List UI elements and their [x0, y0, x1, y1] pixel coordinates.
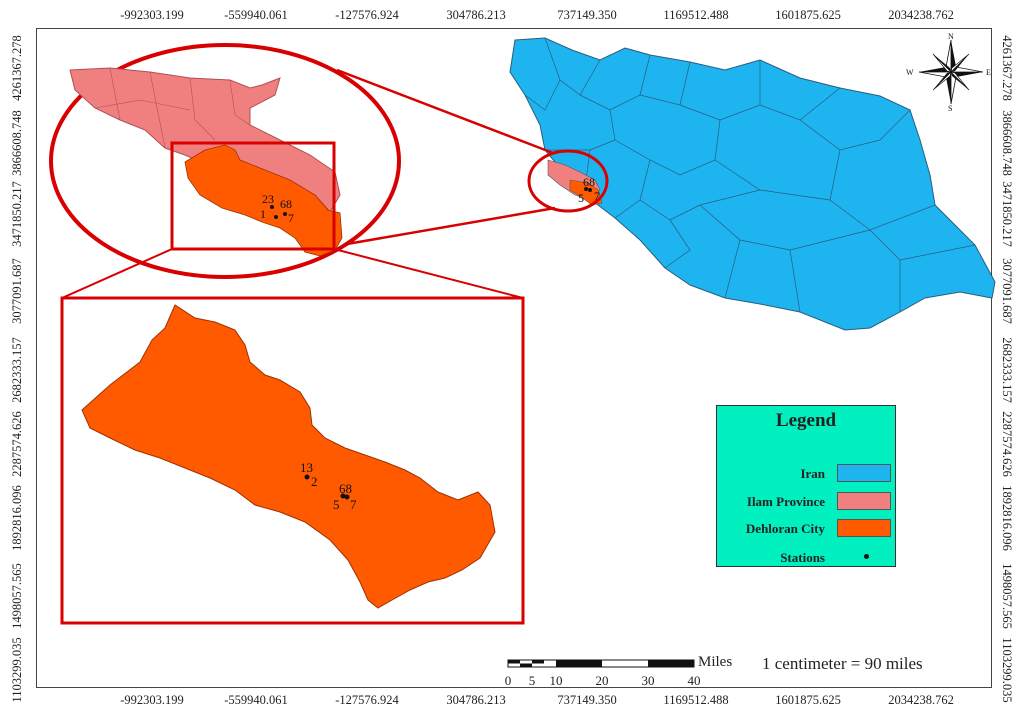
- station-dot-icon: [864, 554, 869, 559]
- station-dot: [340, 493, 346, 499]
- dehloran-large-shape: [81, 304, 496, 609]
- station-label: 5: [578, 191, 584, 205]
- legend-label: Stations: [780, 550, 825, 565]
- bottom-tick-label: 1601875.625: [775, 693, 841, 707]
- station-label: 7: [594, 189, 600, 203]
- station-dot: [274, 215, 278, 219]
- station-label: 68: [583, 175, 595, 189]
- scale-bar: [507, 659, 695, 668]
- station-label: 5: [333, 497, 340, 512]
- station-label: 2: [311, 474, 318, 489]
- station-label: 23: [262, 192, 274, 206]
- legend-title: Legend: [775, 410, 837, 431]
- station-label: 13: [300, 460, 313, 475]
- scale-tick: 10: [549, 673, 563, 688]
- bottom-tick-label: 304786.213: [446, 693, 506, 707]
- top-tick-label: -127576.924: [335, 8, 399, 22]
- compass-east-label: E: [986, 68, 991, 77]
- compass-south-label: S: [948, 104, 953, 113]
- ilam-district-borders: [94, 67, 251, 149]
- station-label: 68: [339, 481, 352, 496]
- ilam-inset-ellipse: [49, 43, 401, 279]
- station-label: 1: [260, 207, 266, 221]
- dehloran-inset-shape: [184, 144, 343, 257]
- bottom-tick-label: -127576.924: [335, 693, 399, 707]
- top-tick-label: 1169512.488: [663, 8, 729, 22]
- iran-province-borders: [524, 37, 976, 313]
- legend-swatch-iran: [837, 464, 891, 482]
- dehloran-on-iran: [569, 179, 603, 206]
- station-dot: [283, 212, 287, 216]
- north-arrow-compass-icon: [918, 39, 984, 105]
- legend-item-dehloran: Dehloran City: [717, 519, 895, 539]
- station-dot: [270, 205, 274, 209]
- legend-item-stations: Stations: [717, 548, 895, 568]
- compass-west-label: W: [906, 68, 914, 77]
- bottom-tick-label: -992303.199: [120, 693, 184, 707]
- top-tick-label: -559940.061: [224, 8, 288, 22]
- top-tick-label: 737149.350: [557, 8, 617, 22]
- station-dots: [270, 187, 592, 500]
- scale-tick: 5: [528, 673, 536, 688]
- top-tick-label: 2034238.762: [888, 8, 954, 22]
- station-dot: [304, 474, 310, 480]
- legend-swatch-ilam: [837, 492, 891, 510]
- legend-item-ilam: Ilam Province: [717, 492, 895, 512]
- scale-tick: 40: [687, 673, 701, 688]
- station-dot: [344, 494, 350, 500]
- scale-tick: 0: [504, 673, 512, 688]
- bottom-tick-label: 2034238.762: [888, 693, 954, 707]
- top-tick-label: -992303.199: [120, 8, 184, 22]
- connector-line: [336, 68, 554, 155]
- top-tick-label: 1601875.625: [775, 8, 841, 22]
- compass-north-label: N: [948, 32, 954, 41]
- bottom-tick-label: -559940.061: [224, 693, 288, 707]
- legend-swatch-dehloran: [837, 519, 891, 537]
- top-tick-label: 304786.213: [446, 8, 506, 22]
- station-dot: [584, 187, 588, 191]
- station-label: 7: [288, 211, 294, 225]
- station-label: 7: [350, 497, 357, 512]
- map-frame: [36, 28, 992, 688]
- legend-label: Iran: [800, 466, 825, 481]
- bottom-tick-label: 737149.350: [557, 693, 617, 707]
- connector-line: [333, 248, 524, 299]
- bottom-tick-label: 1169512.488: [663, 693, 729, 707]
- station-dot: [588, 188, 592, 192]
- scale-tick: 30: [641, 673, 655, 688]
- dehloran-highlight-rect: [170, 141, 336, 251]
- scale-unit: Miles: [698, 654, 733, 670]
- connector-line: [61, 248, 173, 299]
- legend-label: Dehloran City: [745, 521, 825, 536]
- scale-ratio: 1 centimeter = 90 miles: [762, 654, 923, 673]
- station-label: 68: [280, 197, 292, 211]
- scale-tick: 20: [595, 673, 609, 688]
- map-legend: Legend Iran Ilam Province Dehloran City …: [716, 405, 896, 567]
- legend-item-iran: Iran: [717, 464, 895, 484]
- legend-label: Ilam Province: [746, 494, 825, 509]
- connector-line: [346, 206, 556, 246]
- iran-highlight-ellipse: [527, 149, 609, 213]
